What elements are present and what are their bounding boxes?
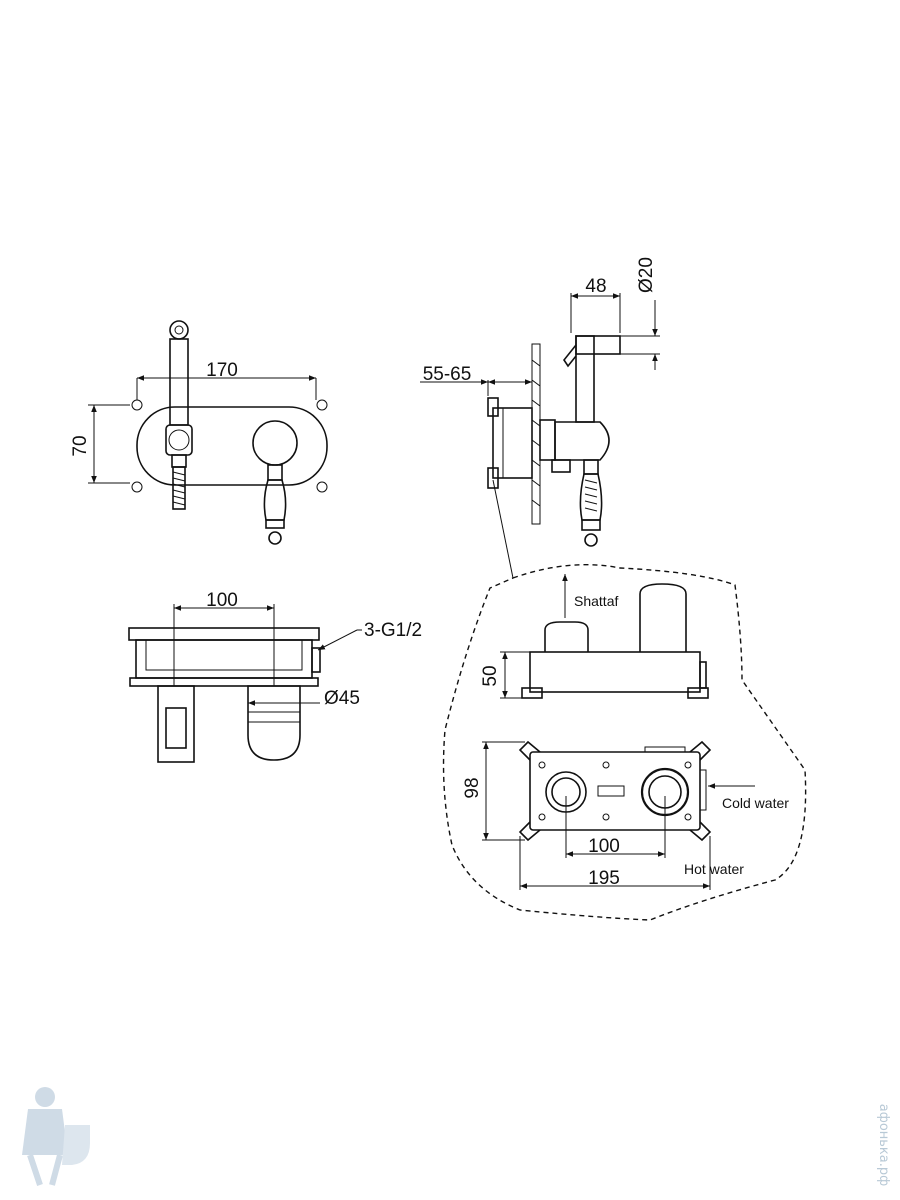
side-view: 48 Ø20 55-65 xyxy=(420,257,660,579)
front-ear-tr xyxy=(316,399,328,411)
side-lever-handle-icon xyxy=(579,473,603,521)
top-flange xyxy=(128,627,320,641)
dim-front-width: 170 xyxy=(206,360,238,381)
shattaf-head-icon xyxy=(169,320,189,340)
wall-section xyxy=(531,343,541,525)
front-ear-tl xyxy=(131,399,143,411)
top-box xyxy=(135,639,313,679)
shattaf-body xyxy=(169,338,189,426)
front-wall-plate xyxy=(136,406,328,486)
detail-box-body xyxy=(529,651,701,693)
dim-box-width: 195 xyxy=(588,868,620,889)
lever-knob xyxy=(268,531,282,545)
front-ear-bl xyxy=(131,481,143,493)
detail-plan-body xyxy=(529,751,701,831)
detail-cartridge-right xyxy=(639,583,687,652)
detail-box-side: Shattaf 50 xyxy=(480,574,709,699)
dim-box-depth: 98 xyxy=(462,777,483,798)
side-shattaf-spout xyxy=(575,335,621,355)
side-lever-knob xyxy=(584,533,598,547)
detail-box-plan: Cold water Hot water 100 195 98 xyxy=(462,740,789,890)
detail-boundary xyxy=(442,563,807,921)
label-hot-water: Hot water xyxy=(684,861,744,877)
front-view: 170 70 xyxy=(70,320,328,545)
top-cover-plate xyxy=(129,677,319,687)
dim-spout-diameter: Ø20 xyxy=(636,257,657,293)
label-cold-water: Cold water xyxy=(722,795,789,811)
side-concealed-box xyxy=(492,407,533,479)
dim-inlet-spacing: 100 xyxy=(588,836,620,857)
mascot-head-icon xyxy=(35,1087,55,1107)
detail-cartridge-left xyxy=(544,621,589,652)
dim-box-height: 50 xyxy=(480,665,501,686)
toilet-icon xyxy=(62,1125,90,1165)
top-handle-icon xyxy=(247,685,301,761)
lever-handle-icon xyxy=(263,479,287,521)
trigger-icon xyxy=(563,344,577,368)
side-mixer-body xyxy=(554,421,610,461)
dim-side-depth: 55-65 xyxy=(423,364,472,385)
dim-spout-length: 48 xyxy=(585,276,606,297)
front-ear-br xyxy=(316,481,328,493)
top-shattaf-outlet xyxy=(157,685,195,763)
detail-leader xyxy=(492,479,514,579)
dim-top-width: 100 xyxy=(206,590,238,611)
dim-top-diameter: Ø45 xyxy=(324,688,360,709)
mixer-rosette xyxy=(252,420,298,466)
top-view: 100 3-G1/2 Ø45 xyxy=(128,590,422,763)
watermark-text: афонька.рф xyxy=(876,1104,891,1187)
brand-logo xyxy=(22,1087,90,1186)
dim-thread: 3-G1/2 xyxy=(364,620,422,641)
hose xyxy=(172,466,186,510)
label-shattaf: Shattaf xyxy=(574,593,618,609)
dim-front-height: 70 xyxy=(70,435,91,456)
side-shattaf-body xyxy=(575,335,595,423)
